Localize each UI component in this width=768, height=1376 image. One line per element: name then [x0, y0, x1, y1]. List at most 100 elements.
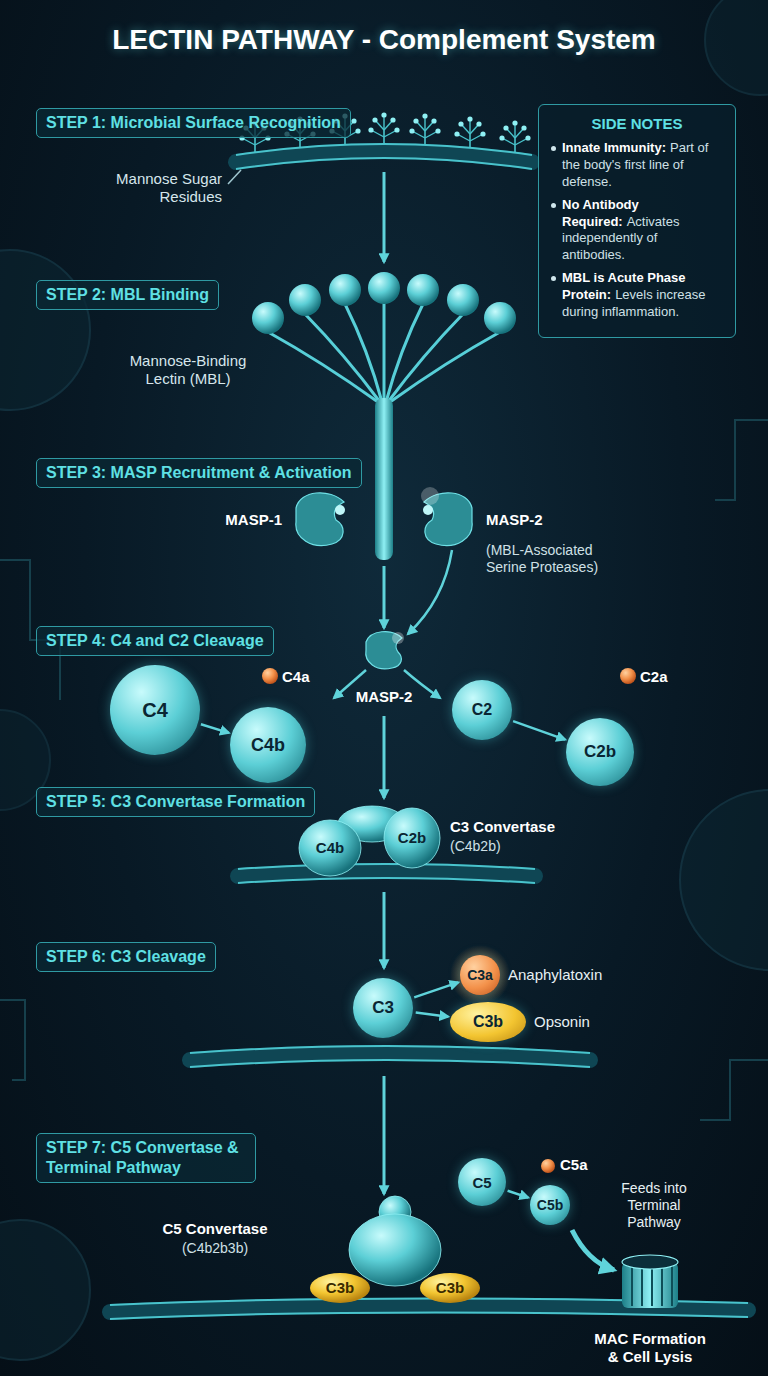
circuit-line [715, 420, 768, 500]
cleavage-arrow [513, 721, 565, 740]
mbl-stem [386, 304, 423, 402]
role-label: Opsonin [534, 1013, 624, 1031]
active-site [423, 505, 433, 515]
cell-membrane [238, 871, 535, 876]
mbl-head [252, 302, 284, 334]
note-row: No Antibody Required:Activates independe… [551, 197, 723, 265]
fragment-label: C4a [282, 668, 326, 686]
step-label-box: STEP 2: MBL Binding [36, 280, 219, 310]
molecule-name: C2 [472, 701, 492, 719]
step-label-box: STEP 1: Microbial Surface Recognition [36, 108, 351, 138]
mbl-head [484, 302, 516, 334]
diagram-title: LECTIN PATHWAY - Complement System [0, 24, 768, 56]
flow-arrow [383, 892, 386, 968]
bullet-dot [551, 146, 556, 151]
mbl-stem [390, 332, 500, 402]
mbl-head [329, 274, 361, 306]
notes-heading: SIDE NOTES [551, 115, 723, 132]
molecule-name: C3 [372, 998, 394, 1018]
protein-molecule: C4 [110, 665, 200, 755]
complex-label: C3 Convertase [450, 818, 580, 836]
cell-membrane [236, 158, 532, 169]
circuit-line [0, 1000, 25, 1080]
step-label-box: STEP 7: C5 Convertase & Terminal Pathway [36, 1133, 256, 1183]
outcome-label: MAC Formation & Cell Lysis [591, 1330, 709, 1366]
cell-membrane [190, 1046, 590, 1053]
step-label: STEP 6: C3 Cleavage [46, 947, 206, 967]
step-label-box: STEP 6: C3 Cleavage [36, 942, 216, 972]
step-label-box: STEP 4: C4 and C2 Cleavage [36, 626, 274, 656]
fragment-blob [262, 668, 278, 684]
flow-arrow [572, 1230, 614, 1270]
protein-label: MASP-2 [344, 688, 424, 706]
circuit-line [700, 1060, 768, 1120]
protein-molecule: C3 [353, 978, 413, 1038]
part-label: Mannose-Binding Lectin (MBL) [118, 352, 258, 388]
part-label: Mannose Sugar Residues [107, 170, 222, 206]
mbl-head [447, 284, 479, 316]
bullet-dot [551, 276, 556, 281]
cell-decoration [705, 0, 768, 95]
c3b-lobe [310, 1273, 370, 1303]
step-label: STEP 4: C4 and C2 Cleavage [46, 631, 264, 651]
note-text: MBL is Acute Phase Protein:Levels increa… [562, 270, 723, 321]
cell-decoration [0, 1220, 90, 1360]
note-row: MBL is Acute Phase Protein:Levels increa… [551, 270, 723, 321]
cell-decoration [680, 790, 768, 970]
cell-decoration [0, 250, 90, 410]
sugar-residue [499, 120, 530, 152]
protein-molecule: C3a [460, 955, 500, 995]
fragment-blob [541, 1159, 555, 1173]
convertase-lobe [299, 820, 361, 876]
mbl-head [368, 272, 400, 304]
anaphylatoxin-glow [450, 945, 510, 1005]
step-label: STEP 1: Microbial Surface Recognition [46, 113, 341, 133]
note-row: Innate Immunity:Part of the body's first… [551, 140, 723, 191]
protein-label: MASP-2 [486, 511, 566, 529]
note-text: Innate Immunity:Part of the body's first… [562, 140, 723, 191]
molecule-name: C2b [584, 742, 616, 762]
molecule-name: C3b [473, 1013, 503, 1031]
step-label-box: STEP 5: C3 Convertase Formation [36, 787, 315, 817]
subunit-label: C2b [382, 829, 442, 847]
subunit-label: C3b [310, 1279, 370, 1297]
sugar-residue [409, 113, 440, 145]
mbl-stem [388, 314, 463, 402]
molecule-name: C4b [251, 735, 285, 756]
flow-arrow [383, 566, 386, 628]
role-label: Anaphylatoxin [508, 966, 628, 984]
step-label: STEP 3: MASP Recruitment & Activation [46, 463, 352, 483]
protein-molecule: C3b [450, 1002, 526, 1042]
sugar-residue [368, 112, 399, 144]
fragment-label: C5a [560, 1156, 604, 1174]
complex-label: C5 Convertase [135, 1220, 295, 1238]
mac-pore [651, 1266, 653, 1306]
note-term: Innate Immunity: [562, 140, 666, 155]
note-label: Feeds into Terminal Pathway [604, 1180, 704, 1230]
cell-membrane [110, 1312, 748, 1319]
protein-molecule: C5 [458, 1158, 506, 1206]
note-text: No Antibody Required:Activates independe… [562, 197, 723, 265]
step-label: STEP 2: MBL Binding [46, 285, 209, 305]
mac-pore [622, 1255, 678, 1269]
cleavage-arrow [414, 982, 458, 997]
cleavage-arrow [201, 724, 229, 733]
mbl-stalk [375, 398, 393, 560]
molecule-name: C5b [537, 1197, 563, 1213]
cleavage-arrow [416, 1012, 449, 1016]
mbl-stem [383, 302, 386, 402]
convertase-body [349, 1214, 441, 1286]
step-label: STEP 5: C3 Convertase Formation [46, 792, 305, 812]
active-site [335, 505, 345, 515]
mac-pore [641, 1266, 643, 1306]
step-label-box: STEP 3: MASP Recruitment & Activation [36, 458, 362, 488]
note-label: (MBL-Associated Serine Proteases) [486, 542, 626, 576]
mac-pore [671, 1266, 673, 1306]
activation-spark [392, 632, 404, 644]
cell-membrane [236, 144, 532, 155]
cell-membrane [238, 878, 535, 883]
protein-molecule: C2b [566, 718, 634, 786]
cleavage-arrow [508, 1191, 529, 1198]
flow-arrow [408, 550, 452, 634]
fragment-label: C2a [640, 668, 684, 686]
